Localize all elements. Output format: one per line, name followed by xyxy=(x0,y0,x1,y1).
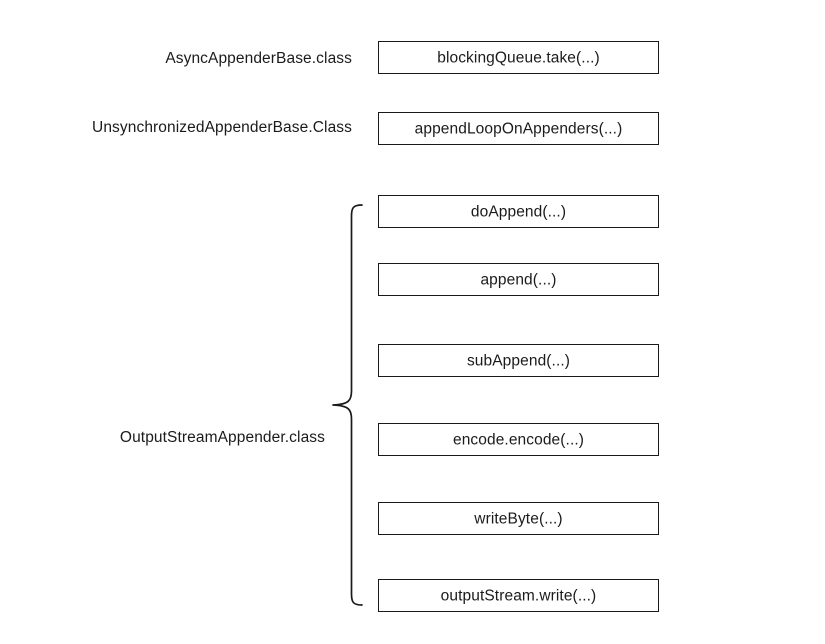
class-label-unsynchronized-appender-base: UnsynchronizedAppenderBase.Class xyxy=(92,119,352,136)
method-box-output-stream-write[interactable]: outputStream.write(...) xyxy=(378,579,659,612)
class-label-output-stream-appender: OutputStreamAppender.class xyxy=(119,429,325,446)
method-box-sub-append[interactable]: subAppend(...) xyxy=(378,344,659,377)
method-box-write-byte[interactable]: writeByte(...) xyxy=(378,502,659,535)
class-label-async-appender-base: AsyncAppenderBase.class xyxy=(165,50,352,67)
method-box-encode-encode[interactable]: encode.encode(...) xyxy=(378,423,659,456)
method-box-label: appendLoopOnAppenders(...) xyxy=(414,120,623,138)
method-box-label: encode.encode(...) xyxy=(452,431,585,449)
method-box-label: outputStream.write(...) xyxy=(440,587,597,605)
output-stream-appender-group-brace xyxy=(330,198,370,610)
method-box-label: subAppend(...) xyxy=(466,352,571,370)
method-box-append-loop-on-appenders[interactable]: appendLoopOnAppenders(...) xyxy=(378,112,659,145)
method-box-label: writeByte(...) xyxy=(474,510,563,528)
method-box-label: doAppend(...) xyxy=(470,203,567,221)
method-box-do-append[interactable]: doAppend(...) xyxy=(378,195,659,228)
method-box-label: blockingQueue.take(...) xyxy=(437,49,600,67)
method-box-label: append(...) xyxy=(480,271,557,289)
method-box-blocking-queue-take[interactable]: blockingQueue.take(...) xyxy=(378,41,659,74)
method-box-append[interactable]: append(...) xyxy=(378,263,659,296)
